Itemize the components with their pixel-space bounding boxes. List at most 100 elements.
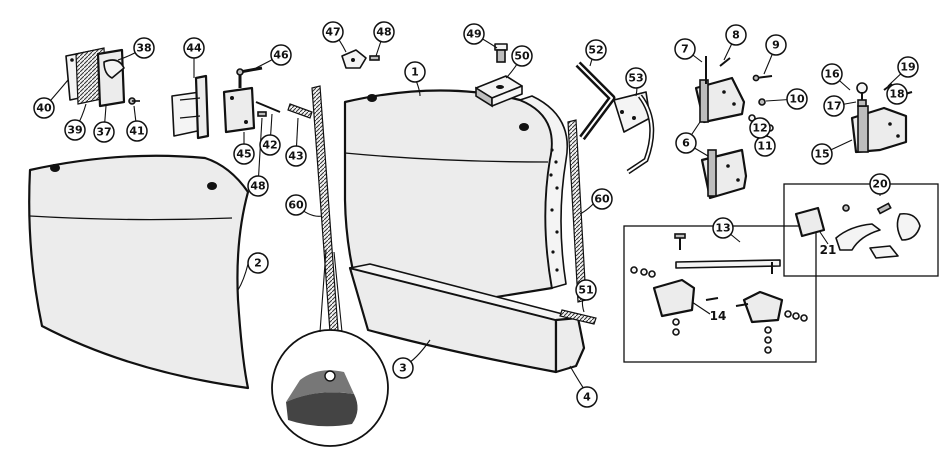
callout-51: 51 (575, 279, 597, 301)
lock-body-part-37 (96, 48, 126, 108)
callout-53: 53 (625, 67, 647, 89)
hinge-part-15 (850, 105, 908, 154)
callout-48-lower: 48 (247, 175, 269, 197)
callout-12: 12 (749, 117, 771, 139)
callout-label: 12 (752, 122, 767, 135)
lower-hinge-part-6 (700, 148, 748, 200)
seal-part-52 (575, 61, 616, 141)
callout-label: 1 (411, 66, 419, 79)
pin-part-16 (856, 82, 868, 104)
strip-part-51 (559, 309, 597, 325)
screw-part-48-lower (257, 111, 267, 117)
callout-label: 15 (814, 148, 829, 161)
callout-44: 44 (183, 37, 205, 59)
callout-label: 11 (757, 140, 772, 153)
check-strap-box-part-20 (783, 183, 939, 277)
callout-13: 13 (712, 217, 734, 239)
callout-label: 60 (594, 193, 610, 206)
callout-40: 40 (33, 97, 55, 119)
rod-part-42 (255, 101, 281, 113)
callout-label: 53 (628, 72, 643, 85)
callout-17: 17 (823, 95, 845, 117)
callout-label: 16 (824, 68, 840, 81)
callout-45: 45 (233, 143, 255, 165)
callout-label: 41 (129, 125, 144, 138)
callout-label: 9 (772, 39, 780, 52)
callout-label: 20 (872, 178, 888, 191)
callout-label: 17 (826, 100, 841, 113)
callout-37: 37 (93, 121, 115, 143)
callout-label: 47 (325, 26, 340, 39)
callout-47: 47 (322, 21, 344, 43)
callout-60-right: 60 (591, 188, 613, 210)
callout-4: 4 (576, 386, 598, 408)
callout-label: 8 (732, 29, 740, 42)
callout-42: 42 (259, 134, 281, 156)
check-strap-part-53 (613, 91, 655, 175)
callout-52: 52 (585, 39, 607, 61)
callout-label: 52 (588, 44, 603, 57)
screw-part-19 (883, 83, 893, 91)
callout-label: 4 (583, 391, 591, 404)
callout-label: 43 (288, 150, 303, 163)
callout-7: 7 (674, 38, 696, 60)
callout-label: 45 (236, 148, 251, 161)
callout-15: 15 (811, 143, 833, 165)
callout-label: 7 (681, 43, 689, 56)
callout-48-top: 48 (373, 21, 395, 43)
callout-19: 19 (897, 56, 919, 78)
callout-label: 46 (273, 49, 289, 62)
callout-label: 37 (96, 126, 111, 139)
callout-46: 46 (270, 44, 292, 66)
callout-label: 40 (36, 102, 52, 115)
callout-49: 49 (463, 23, 485, 45)
hinge-holes (549, 148, 559, 272)
callout-2: 2 (247, 252, 269, 274)
callout-label: 42 (262, 139, 277, 152)
callout-6-upper: 6 (675, 132, 697, 154)
nut-part-10 (758, 98, 766, 106)
bush-part-17 (857, 99, 867, 107)
bolt-part-8 (719, 57, 731, 67)
bumper-block-part-50 (475, 75, 523, 108)
callout-label: 39 (67, 124, 82, 137)
callout-label: 60 (288, 199, 304, 212)
door-skin-part-2 (28, 154, 250, 390)
callout-8: 8 (725, 24, 747, 46)
rod-part-43 (287, 103, 313, 119)
callout-label: 6 (682, 137, 690, 150)
latch-part-45 (222, 86, 256, 134)
callout-18: 18 (886, 83, 908, 105)
hinge-kit-box-part-13 (623, 225, 817, 363)
upper-hinge-part-6 (694, 56, 746, 124)
callout-41: 41 (126, 120, 148, 142)
callout-10: 10 (786, 88, 808, 110)
callout-11: 11 (754, 135, 776, 157)
latch-lever-part-46 (236, 66, 263, 88)
screw-part-41 (128, 97, 140, 105)
callout-43: 43 (285, 145, 307, 167)
bracket-part-47 (341, 49, 367, 69)
callout-9: 9 (765, 34, 787, 56)
callout-3: 3 (392, 357, 414, 379)
callout-39: 39 (64, 119, 86, 141)
door-shell-part-1 (343, 89, 568, 320)
callout-label: 51 (578, 284, 593, 297)
callout-label: 19 (900, 61, 915, 74)
callout-60-left: 60 (285, 194, 307, 216)
label-21: 21 (820, 243, 837, 257)
callout-label: 3 (399, 362, 407, 375)
detail-magnifier-inset (271, 249, 389, 447)
weatherstrip-left-part-60 (311, 85, 339, 333)
label-14: 14 (710, 309, 727, 323)
callout-16: 16 (821, 63, 843, 85)
callout-38: 38 (133, 37, 155, 59)
callout-label: 50 (514, 50, 530, 63)
callout-label: 49 (466, 28, 481, 41)
sill-panel-part-3 (348, 263, 579, 374)
screw-part-49 (494, 43, 508, 63)
callout-label: 38 (136, 42, 151, 55)
callout-1: 1 (404, 61, 426, 83)
